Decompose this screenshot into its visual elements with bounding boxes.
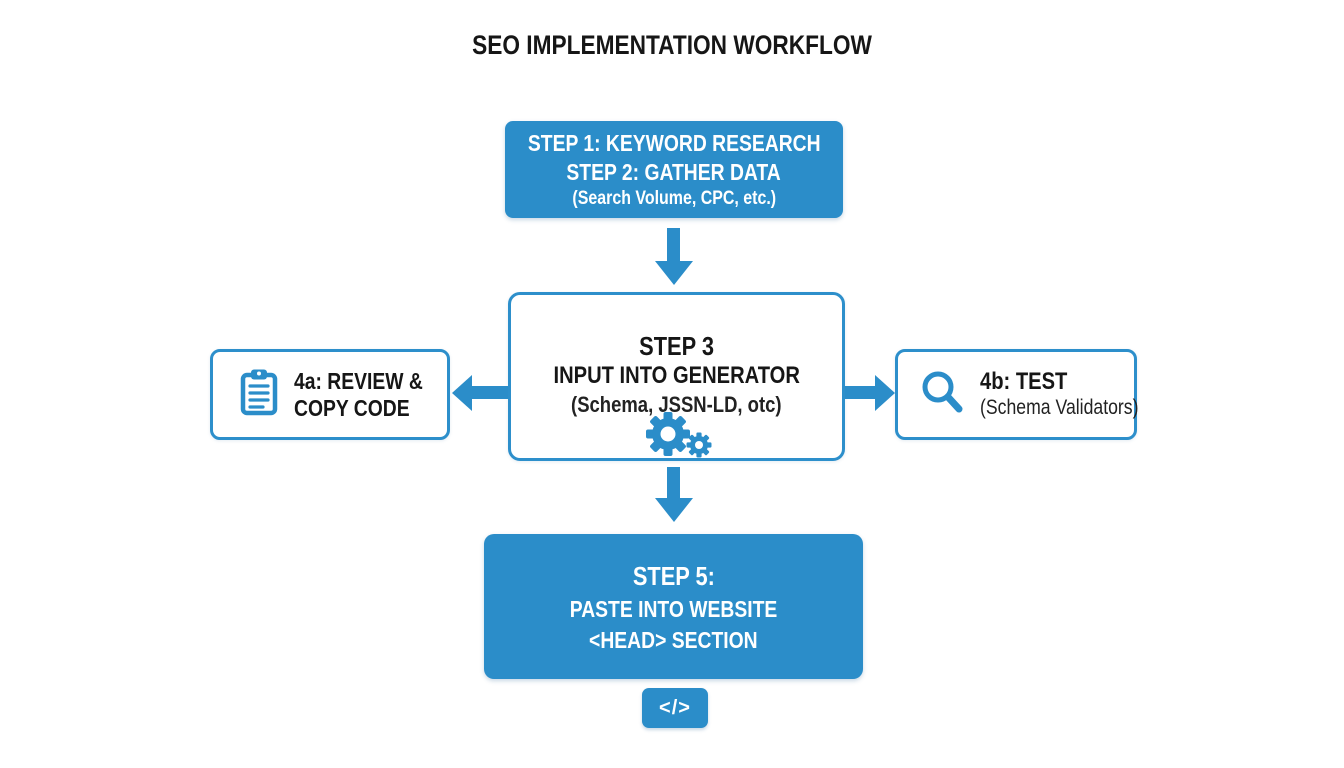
- step3-title: STEP 3: [639, 331, 714, 361]
- step1-2-box: STEP 1: KEYWORD RESEARCH STEP 2: GATHER …: [505, 121, 843, 218]
- step4b-line1: 4b: TEST: [980, 368, 1068, 395]
- step4b-box: 4b: TEST (Schema Validators): [895, 349, 1138, 440]
- code-icon-label: </>: [659, 696, 691, 719]
- step4a-label: 4a: REVIEW & COPY CODE: [294, 368, 423, 422]
- step3-box: STEP 3 INPUT INTO GENERATOR (Schema, JSS…: [508, 292, 845, 461]
- step3-label: INPUT INTO GENERATOR: [553, 362, 800, 389]
- code-icon: </>: [642, 688, 708, 728]
- clipboard-icon: [239, 367, 279, 422]
- step4a-box: 4a: REVIEW & COPY CODE: [210, 349, 450, 440]
- step5-sublabel: <HEAD> SECTION: [589, 626, 758, 653]
- step4a-line1: 4a: REVIEW &: [294, 367, 423, 394]
- step1-label: STEP 1: KEYWORD RESEARCH: [527, 130, 821, 156]
- search-icon: [918, 368, 966, 421]
- step5-box: STEP 5: PASTE INTO WEBSITE <HEAD> SECTIO…: [484, 534, 863, 679]
- step5-title: STEP 5:: [632, 560, 715, 591]
- step4b-label: 4b: TEST (Schema Validators): [980, 368, 1138, 421]
- gears-icon: [638, 409, 716, 464]
- step2-sublabel: (Search Volume, CPC, etc.): [572, 188, 776, 209]
- page-title-text: SEO IMPLEMENTATION WORKFLOW: [472, 30, 872, 60]
- step5-label: PASTE INTO WEBSITE: [569, 595, 778, 622]
- page-title: SEO IMPLEMENTATION WORKFLOW: [0, 30, 1344, 61]
- step3-sublabel: (Schema, JSSN-LD, otc): [571, 392, 782, 417]
- step4b-line2: (Schema Validators): [980, 396, 1139, 419]
- step4a-line2: COPY CODE: [294, 394, 410, 421]
- step2-label: STEP 2: GATHER DATA: [566, 159, 782, 185]
